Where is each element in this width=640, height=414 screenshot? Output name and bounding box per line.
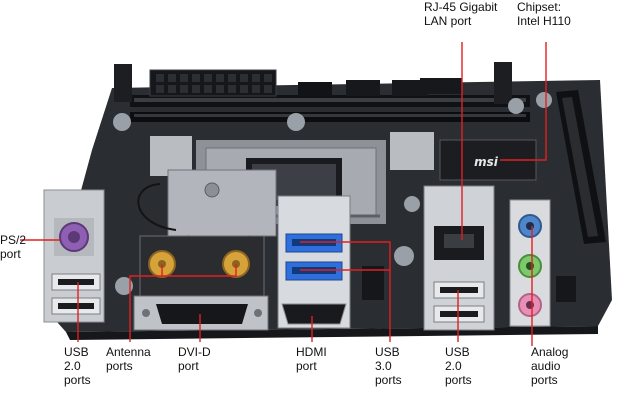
callout-lines [20, 42, 547, 346]
dvid-port [133, 295, 269, 331]
wifi-module-shield [167, 169, 277, 237]
label-ps2: PS/2 port [0, 233, 27, 261]
label-audio: Analog audio ports [531, 345, 569, 387]
label-rj45: RJ-45 Gigabit LAN port [424, 0, 498, 28]
label-hdmi: HDMI port [296, 345, 327, 373]
label-dvid: DVI-D port [178, 345, 211, 373]
label-chipset: Chipset: Intel H110 [517, 0, 571, 28]
hdmi-port [281, 303, 347, 325]
label-usb20-left: USB 2.0 ports [64, 345, 91, 387]
capacitors [113, 92, 552, 295]
pin-header [298, 82, 332, 96]
label-usb20-right: USB 2.0 ports [445, 345, 472, 387]
callout-antenna [129, 264, 163, 342]
vrm-heatsink [150, 136, 192, 176]
callout-chipset [500, 42, 547, 161]
svg-text:msi: msi [474, 155, 499, 169]
label-antenna: Antenna ports [106, 345, 151, 373]
label-usb30: USB 3.0 ports [375, 345, 402, 387]
callout-usb30 [300, 241, 391, 342]
